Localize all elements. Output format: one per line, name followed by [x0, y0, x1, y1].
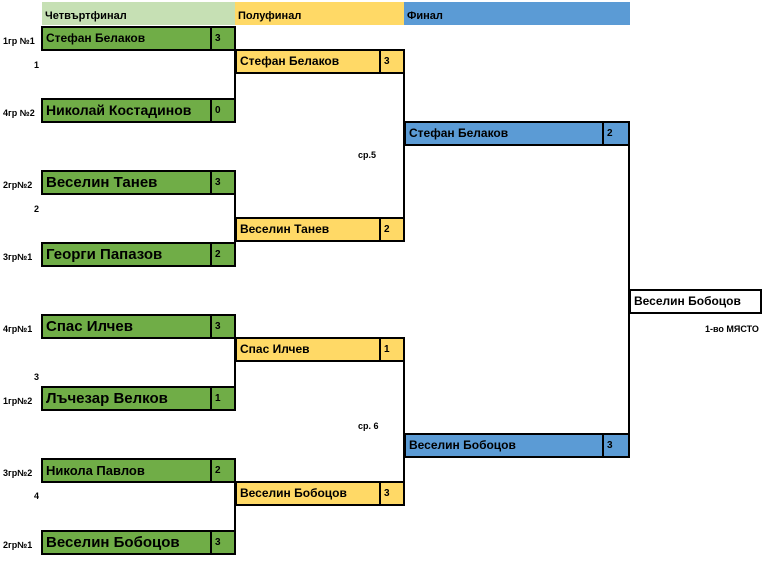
player-score: 2	[602, 123, 628, 144]
player-score: 0	[210, 100, 234, 121]
match-number: 4	[34, 491, 40, 501]
bracket-connector	[234, 470, 236, 554]
player-name: Стефан Белаков	[46, 31, 146, 45]
winner-place-label: 1-во МЯСТО	[705, 324, 759, 334]
quarterfinal-entry: Никола Павлов 2	[41, 458, 236, 483]
player-score: 3	[210, 172, 234, 193]
player-score: 3	[210, 532, 234, 553]
player-name: Георги Папазов	[46, 246, 163, 263]
seed-label: 4гр №2	[3, 108, 35, 118]
seed-label: 2гр№2	[3, 180, 33, 190]
seed-label: 4гр№1	[3, 324, 33, 334]
player-name: Веселин Бобоцов	[240, 486, 347, 500]
seed-label: 1гр№2	[3, 396, 33, 406]
player-name: Веселин Бобоцов	[409, 438, 516, 452]
player-score: 3	[210, 316, 234, 337]
final-entry: Веселин Бобоцов 3	[404, 433, 630, 458]
player-name: Лъчезар Велков	[46, 390, 168, 407]
semifinal-entry: Спас Илчев 1	[235, 337, 405, 362]
player-name: Спас Илчев	[240, 342, 310, 356]
quarterfinal-entry: Лъчезар Велков 1	[41, 386, 236, 411]
header-final: Финал	[404, 2, 630, 25]
header-quarterfinal: Четвъртфинал	[42, 2, 235, 25]
match-number: 1	[34, 60, 40, 70]
semifinal-label: ср.5	[358, 150, 377, 160]
player-name: Николай Костадинов	[46, 102, 192, 118]
bracket-connector	[234, 38, 236, 122]
player-score: 3	[379, 483, 403, 504]
seed-label: 2гр№1	[3, 540, 33, 550]
player-score: 2	[379, 219, 403, 240]
quarterfinal-entry: Николай Костадинов 0	[41, 98, 236, 123]
quarterfinal-entry: Георги Папазов 2	[41, 242, 236, 267]
player-name: Никола Павлов	[46, 463, 145, 478]
seed-label: 3гр№1	[3, 252, 33, 262]
seed-label: 3гр№2	[3, 468, 33, 478]
seed-label: 1гр №1	[3, 36, 35, 46]
player-score: 3	[379, 51, 403, 72]
player-name: Веселин Танев	[46, 174, 158, 191]
match-number: 2	[34, 204, 40, 214]
quarterfinal-entry: Веселин Бобоцов 3	[41, 530, 236, 555]
player-score: 2	[210, 244, 234, 265]
quarterfinal-entry: Стефан Белаков 3	[41, 26, 236, 51]
bracket-connector	[403, 349, 405, 494]
player-score: 3	[602, 435, 628, 456]
quarterfinal-entry: Спас Илчев 3	[41, 314, 236, 339]
match-number: 3	[34, 372, 40, 382]
semifinal-entry: Веселин Танев 2	[235, 217, 405, 242]
header-semifinal: Полуфинал	[235, 2, 404, 25]
quarterfinal-entry: Веселин Танев 3	[41, 170, 236, 195]
semifinal-label: ср. 6	[358, 421, 379, 431]
semifinal-entry: Веселин Бобоцов 3	[235, 481, 405, 506]
player-score: 1	[379, 339, 403, 360]
player-score: 3	[210, 28, 234, 49]
bracket-connector	[234, 326, 236, 410]
winner-name: Веселин Бобоцов	[634, 294, 741, 308]
player-name: Стефан Белаков	[240, 54, 340, 68]
player-score: 1	[210, 388, 234, 409]
player-name: Веселин Танев	[240, 222, 330, 236]
player-name: Спас Илчев	[46, 318, 133, 335]
player-name: Веселин Бобоцов	[46, 534, 180, 551]
semifinal-entry: Стефан Белаков 3	[235, 49, 405, 74]
final-entry: Стефан Белаков 2	[404, 121, 630, 146]
winner-entry: Веселин Бобоцов	[629, 289, 762, 314]
player-score: 2	[210, 460, 234, 481]
player-name: Стефан Белаков	[409, 126, 509, 140]
